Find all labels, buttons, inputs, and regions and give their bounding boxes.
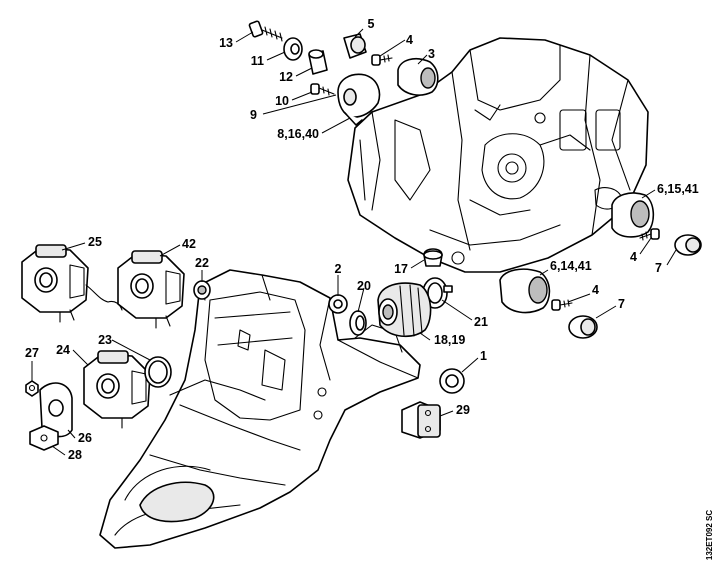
washer-11: [283, 37, 303, 61]
flange-29: [401, 401, 441, 439]
intake-manifold-18-19: [377, 282, 432, 338]
buffer-6-15-41: [611, 192, 655, 238]
callout-27: 27: [25, 346, 39, 360]
callout-23: 23: [98, 333, 112, 347]
callout-21: 21: [474, 315, 488, 329]
callout-10: 10: [275, 94, 289, 108]
callout-7-right: 7: [655, 261, 662, 275]
plug-7-middle: [568, 315, 598, 339]
ring-20: [349, 310, 367, 336]
sealing-ring-1: [439, 368, 465, 394]
nut-27: [25, 380, 39, 397]
callout-9: 9: [250, 108, 257, 122]
callout-11: 11: [251, 54, 264, 68]
drawing-code: 132ET092 SC: [705, 510, 714, 560]
callout-4-right: 4: [630, 250, 637, 264]
plate-26: [39, 382, 73, 438]
callout-18-19: 18,19: [434, 333, 465, 347]
callout-24: 24: [56, 343, 70, 357]
rubber-plug-17: [423, 248, 443, 267]
callout-25: 25: [88, 235, 102, 249]
sealing-ring-2: [328, 294, 348, 314]
callout-6-14-41: 6,14,41: [550, 259, 592, 273]
callout-7-middle: 7: [618, 297, 625, 311]
plug-7-right: [674, 234, 702, 256]
callout-8-16-40: 8,16,40: [277, 127, 319, 141]
callout-3: 3: [428, 47, 435, 61]
crankcase: [347, 37, 649, 273]
callout-4-top: 4: [406, 33, 413, 47]
sleeve-12: [308, 49, 328, 75]
callout-28: 28: [68, 448, 82, 462]
annular-buffer-8: [337, 73, 381, 126]
buffer-6-14-41: [499, 268, 551, 314]
callout-12: 12: [279, 70, 293, 84]
callout-42: 42: [182, 237, 196, 251]
buffer-3: [397, 58, 439, 96]
callout-4-middle: 4: [592, 283, 599, 297]
leader-lines: [31, 28, 677, 456]
screw-4-right: [639, 228, 660, 241]
screw-4-top: [371, 54, 393, 66]
screw-10: [310, 83, 335, 96]
gasket-23: [144, 356, 172, 388]
callout-20: 20: [357, 279, 371, 293]
carburetor-24: [83, 350, 151, 429]
callout-29: 29: [456, 403, 470, 417]
callout-5: 5: [368, 17, 375, 31]
carburetor-42: [107, 250, 185, 329]
callout-1: 1: [480, 349, 487, 363]
callout-26: 26: [78, 431, 92, 445]
mount-5: [343, 33, 367, 59]
grommet-22: [193, 280, 211, 300]
carburetor-25: [21, 244, 109, 323]
callout-17: 17: [394, 262, 408, 276]
callout-22: 22: [195, 256, 209, 270]
callout-labels: 13 5 4 3 11 12 10 9 8,16,40 6,15,41 4 7 …: [25, 17, 699, 462]
bracket-28: [29, 425, 59, 451]
callout-6-15-41: 6,15,41: [657, 182, 699, 196]
screw-13: [248, 20, 283, 42]
callout-2: 2: [335, 262, 342, 276]
screw-4-middle: [551, 299, 573, 311]
callout-13: 13: [219, 36, 233, 50]
